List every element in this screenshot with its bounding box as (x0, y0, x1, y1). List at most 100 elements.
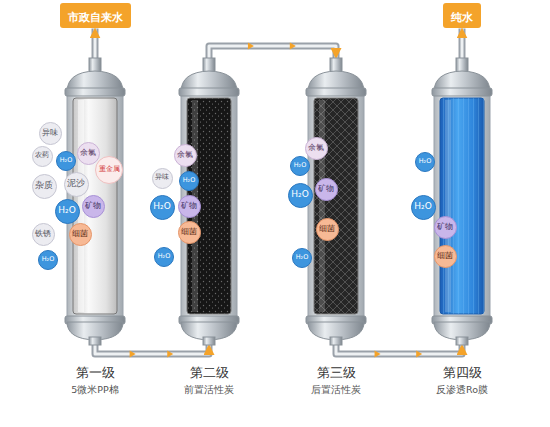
substance-bubble: H₂O (415, 152, 435, 172)
substance-bubble: 矿物 (178, 195, 201, 218)
bubble-text: H₂O (419, 158, 432, 165)
substance-bubble: H₂O (38, 250, 58, 270)
bubble-text: 余氯 (80, 149, 96, 157)
substance-bubble: 农药 (32, 146, 53, 167)
nozzle (89, 337, 101, 345)
bubble-text: H₂O (294, 162, 307, 169)
bubble-text: 矿物 (318, 185, 334, 193)
flow-arrow (290, 43, 296, 50)
substance-bubble: 矿物 (82, 195, 105, 218)
substance-bubble: H₂O (150, 195, 175, 220)
bubble-text: 矿物 (85, 202, 101, 210)
water-pipe (92, 29, 99, 59)
filter-cartridge (431, 58, 493, 345)
bubble-text: 杂质 (35, 181, 53, 191)
stage-caption: 第一级 5微米PP棉 (30, 366, 160, 396)
stage-caption: 第四级反渗透Ro膜 (397, 366, 527, 396)
housing (308, 88, 364, 324)
pipe-group (336, 345, 462, 358)
substance-bubble: 重金属 (95, 156, 123, 184)
substance-bubble: 细菌 (316, 218, 339, 241)
filter-cartridge (305, 58, 367, 345)
gloss (445, 100, 451, 312)
flow-arrow (416, 351, 422, 358)
substance-bubble: 余氯 (77, 142, 100, 165)
filter-stage: 第二级前置活性炭余氯异味H₂OH₂O矿物细菌H₂O (178, 58, 240, 345)
filter-stage: 第一级5微米PP棉异味农药H₂O余氯重金属杂质泥沙H₂O矿物铁锈细菌H₂O (64, 58, 126, 345)
bubble-text: 异味 (155, 174, 169, 181)
bubble-text: 农药 (35, 152, 49, 159)
collar (432, 88, 492, 96)
pipe-highlight (95, 345, 209, 354)
collar (65, 88, 125, 96)
membrane-texture (440, 98, 484, 314)
gloss (319, 100, 325, 312)
housing (434, 88, 490, 324)
bubble-text: 铁锈 (35, 230, 51, 238)
stage-caption: 第三级后置活性炭 (271, 366, 401, 396)
stage-text: 第三级 (271, 366, 401, 380)
pipe-highlight (209, 46, 336, 58)
flow-arrow (167, 351, 173, 358)
substance-bubble: 异味 (39, 122, 62, 145)
flow-arrow (248, 43, 254, 50)
pipe-group (95, 345, 209, 358)
pipe-highlight (461, 29, 464, 59)
substance-bubble: 细菌 (434, 245, 457, 268)
bubble-text: H₂O (183, 177, 196, 184)
bubble-text: 细菌 (437, 252, 453, 260)
pipe-group (462, 29, 463, 59)
nozzle (203, 337, 215, 345)
substance-bubble: H₂O (55, 199, 80, 224)
substance-bubble: 泥沙 (64, 172, 89, 197)
substance-bubble: 杂质 (32, 174, 57, 199)
substance-bubble: 余氯 (174, 144, 197, 167)
substance-bubble: H₂O (292, 248, 312, 268)
bubble-text: H₂O (153, 202, 170, 212)
bubble-text: H₂O (58, 206, 75, 216)
water-pipe (459, 29, 466, 59)
bubble-text: 余氯 (308, 144, 324, 152)
water-pipe (95, 345, 209, 354)
stage-caption: 第二级前置活性炭 (144, 366, 274, 396)
filter-stage: 第三级后置活性炭余氯H₂OH₂O矿物细菌H₂O (305, 58, 367, 345)
water-pipe (209, 46, 336, 58)
bubble-text: 细菌 (72, 230, 88, 238)
bubble-text: H₂O (60, 157, 73, 164)
pipe-highlight (336, 345, 462, 354)
water-tag: 市政自来水 (60, 3, 131, 28)
filter-core (314, 98, 358, 314)
bubble-text: 异味 (42, 129, 58, 137)
substance-bubble: H₂O (288, 183, 313, 208)
flow-arrow (130, 351, 136, 358)
tag-text: 纯水 (451, 11, 473, 24)
stage-text: 第一级 (30, 366, 160, 380)
bubble-text: H₂O (158, 253, 171, 260)
substance-bubble: 异味 (152, 168, 173, 189)
stage-text: 第二级 (144, 366, 274, 380)
stage-text: 5微米PP棉 (30, 385, 160, 395)
bubble-text: H₂O (414, 202, 431, 212)
nozzle (456, 337, 468, 345)
bubble-text: H₂O (296, 254, 309, 261)
collar (179, 88, 239, 96)
bubble-text: 余氯 (177, 151, 193, 159)
bubble-text: H₂O (42, 256, 55, 263)
bubble-text: 矿物 (181, 202, 197, 210)
tag-text: 市政自来水 (68, 11, 123, 24)
bubble-text: 矿物 (437, 223, 453, 231)
stage-text: 反渗透Ro膜 (397, 385, 527, 395)
substance-bubble: 铁锈 (32, 223, 55, 246)
stage-text: 第四级 (397, 366, 527, 380)
pipe-highlight (94, 29, 97, 59)
filter-core (440, 98, 484, 314)
substance-bubble: H₂O (56, 151, 76, 171)
water-tag: 纯水 (443, 3, 481, 28)
substance-bubble: H₂O (290, 156, 310, 176)
pipe-group (95, 29, 96, 59)
bubble-text: 细菌 (319, 225, 335, 233)
substance-bubble: H₂O (179, 171, 199, 191)
filter-core (73, 98, 117, 314)
substance-bubble: H₂O (154, 247, 174, 267)
